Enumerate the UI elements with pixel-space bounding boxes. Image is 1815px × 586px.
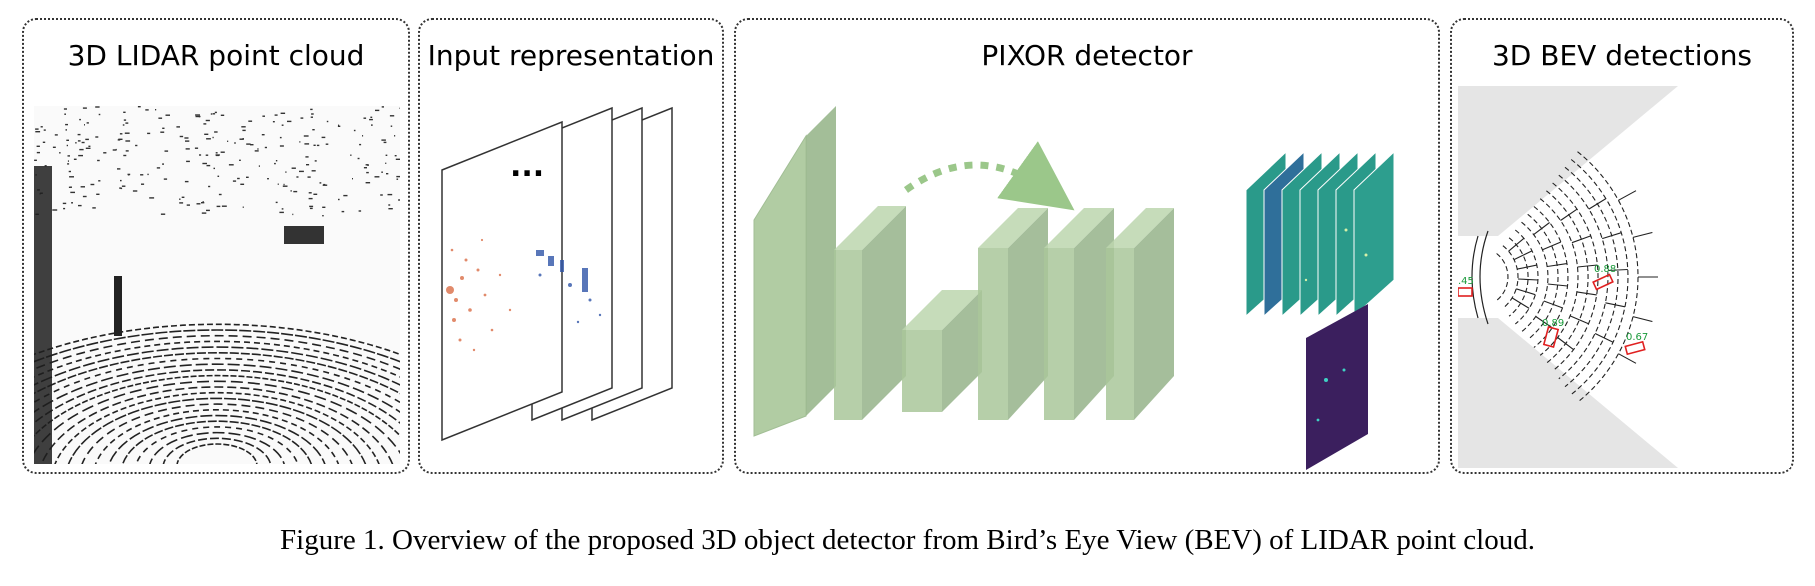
input-slices-diagram: ... (441, 106, 673, 442)
input-panel-title: Input representation (427, 39, 715, 72)
lidar-panel: 3D LIDAR point cloud (22, 18, 410, 474)
detection-boxes (1458, 273, 1646, 356)
bev-detections-image: 0.88 0.89 0.67 .45 (1458, 86, 1790, 468)
conv-layer-5 (1044, 208, 1114, 420)
detection-score: 0.89 (1542, 318, 1564, 329)
conv-layer-1 (753, 106, 836, 437)
input-panel: Input representation ... (418, 18, 724, 474)
conv-layer-4 (978, 208, 1048, 420)
detection-score: 0.88 (1594, 264, 1616, 275)
detection-score: .45 (1458, 276, 1474, 287)
conv-layer-3 (902, 290, 982, 412)
lidar-panel-title: 3D LIDAR point cloud (67, 39, 365, 72)
bev-panel: 3D BEV detections 0.88 0.89 0.67 .45 (1450, 18, 1794, 474)
lidar-point-cloud-image (34, 106, 400, 464)
skip-connection-arrow (903, 141, 1075, 211)
output-feature-maps (1245, 150, 1395, 318)
detector-panel: PIXOR detector (734, 18, 1440, 474)
detection-score: 0.67 (1626, 332, 1648, 343)
pixor-network-diagram (753, 106, 1395, 470)
output-classification-map (1306, 304, 1368, 470)
detector-panel-title: PIXOR detector (981, 39, 1193, 72)
bev-panel-title: 3D BEV detections (1491, 39, 1753, 72)
conv-layer-2 (834, 206, 906, 420)
figure-caption: Figure 1. Overview of the proposed 3D ob… (280, 524, 1535, 556)
conv-layer-6 (1106, 208, 1174, 420)
ellipsis-mark: ... (510, 149, 544, 184)
